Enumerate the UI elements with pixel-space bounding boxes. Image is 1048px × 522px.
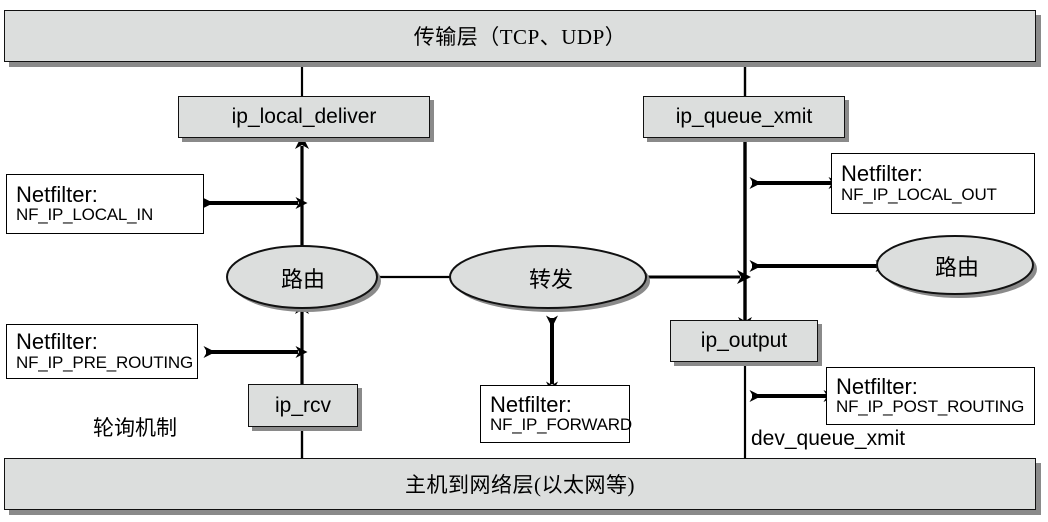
polling-mechanism-label: 轮询机制 xyxy=(93,416,177,440)
ip-output-box[interactable]: ip_output xyxy=(670,320,818,362)
route-egress-label: 路由 xyxy=(934,255,979,280)
link-layer-bar: 主机到网络层(以太网等) xyxy=(4,458,1036,510)
ip-queue-xmit-box[interactable]: ip_queue_xmit xyxy=(643,96,845,138)
ip-local-deliver-box[interactable]: ip_local_deliver xyxy=(178,96,430,138)
forward-ellipse[interactable]: 转发 xyxy=(449,244,652,312)
route-ingress-label: 路由 xyxy=(280,267,325,292)
transport-layer-label: 传输层（TCP、UDP） xyxy=(413,25,627,49)
ip-local-deliver-label: ip_local_deliver xyxy=(231,105,377,128)
ip-output-label: ip_output xyxy=(700,329,788,352)
netfilter-local-out-box[interactable]: Netfilter: NF_IP_LOCAL_OUT xyxy=(831,153,1035,214)
netfilter-post-routing-title: Netfilter: xyxy=(836,373,918,399)
netfilter-pre-routing-hook: NF_IP_PRE_ROUTING xyxy=(16,352,194,372)
netfilter-local-in-hook: NF_IP_LOCAL_IN xyxy=(16,205,154,225)
route-egress-ellipse[interactable]: 路由 xyxy=(876,234,1038,298)
netfilter-post-routing-hook: NF_IP_POST_ROUTING xyxy=(836,397,1025,417)
ip-queue-xmit-label: ip_queue_xmit xyxy=(675,105,813,128)
ip-rcv-label: ip_rcv xyxy=(274,393,332,417)
netfilter-local-out-hook: NF_IP_LOCAL_OUT xyxy=(841,184,997,204)
forward-label: 转发 xyxy=(528,267,573,292)
dev-queue-xmit-label: dev_queue_xmit xyxy=(751,427,906,450)
route-ingress-ellipse[interactable]: 路由 xyxy=(225,244,381,312)
ip-rcv-box[interactable]: ip_rcv xyxy=(248,384,358,427)
netfilter-pre-routing-title: Netfilter: xyxy=(16,329,98,355)
netfilter-forward-hook: NF_IP_FORWARD xyxy=(490,415,632,435)
netfilter-forward-title: Netfilter: xyxy=(490,391,572,417)
transport-layer-bar: 传输层（TCP、UDP） xyxy=(4,10,1036,62)
netfilter-local-out-title: Netfilter: xyxy=(841,161,923,187)
netfilter-pre-routing-box[interactable]: Netfilter: NF_IP_PRE_ROUTING xyxy=(6,324,198,379)
netfilter-local-in-box[interactable]: Netfilter: NF_IP_LOCAL_IN xyxy=(6,174,204,234)
link-layer-label: 主机到网络层(以太网等) xyxy=(405,473,635,497)
netfilter-local-in-title: Netfilter: xyxy=(16,181,98,207)
netfilter-post-routing-box[interactable]: Netfilter: NF_IP_POST_ROUTING xyxy=(826,367,1035,425)
netfilter-forward-box[interactable]: Netfilter: NF_IP_FORWARD xyxy=(480,385,632,443)
